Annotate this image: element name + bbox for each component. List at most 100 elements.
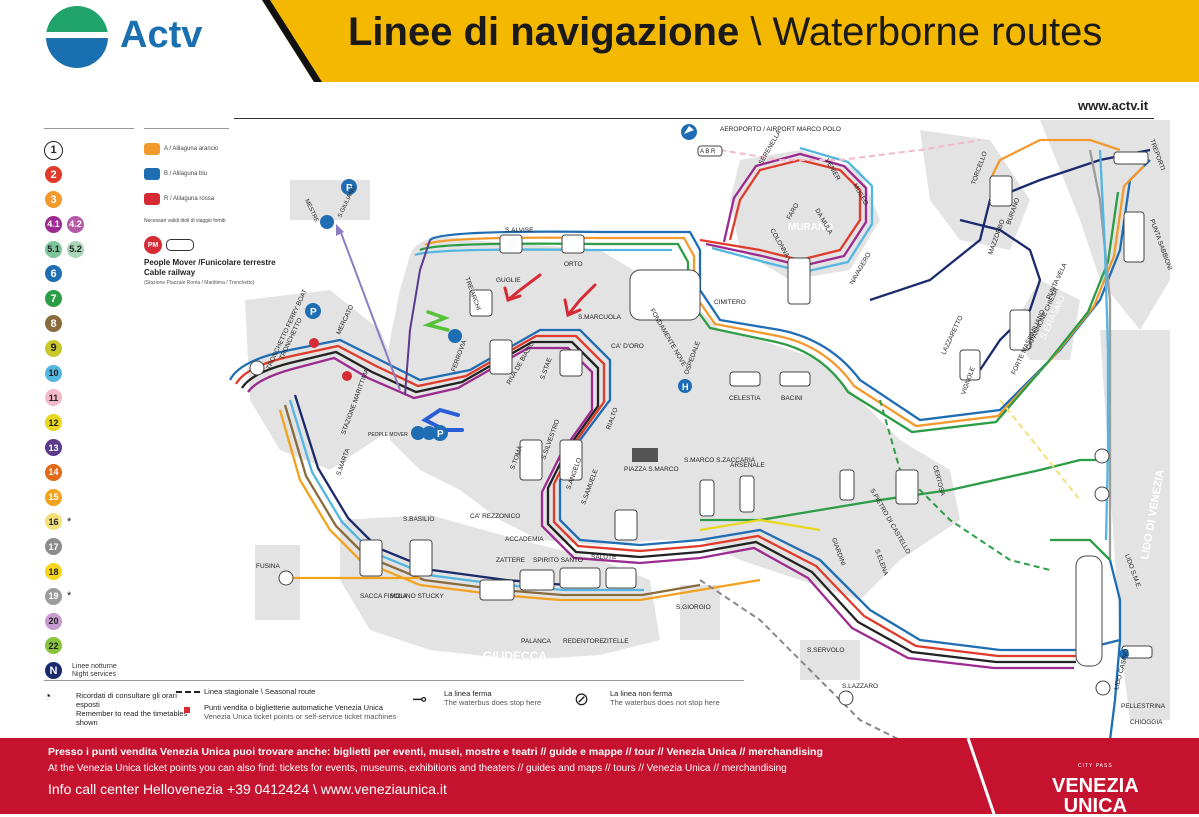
- legend-line-20: 20: [44, 610, 134, 632]
- line-badge: 6: [44, 264, 63, 284]
- title-separator: \: [739, 10, 773, 54]
- line-badge: 14: [44, 462, 63, 482]
- basilica-icon: [632, 448, 658, 462]
- brand-top: CITY PASS: [1078, 763, 1113, 769]
- bottom-divider: [44, 680, 744, 681]
- parking-icon: [432, 425, 448, 441]
- cable-car-icon: [166, 239, 194, 251]
- legend-line-18: 18: [44, 561, 134, 583]
- stops: La linea ferma The waterbus does stop he…: [444, 689, 541, 707]
- not-stops-it: La linea non ferma: [610, 689, 673, 698]
- svg-text:P: P: [346, 183, 353, 194]
- mestre-route: [336, 224, 431, 396]
- boat-icon: [144, 192, 160, 205]
- bus-icon: [411, 426, 425, 440]
- not-stops: La linea non ferma The waterbus does not…: [610, 689, 720, 707]
- people-mover-badge: PM: [144, 236, 162, 254]
- hand-annotations: [421, 273, 597, 432]
- seasonal-star: *: [67, 590, 72, 603]
- land-masses: [245, 120, 1170, 720]
- pm-detail: (Stazione Piazzale Roma / Marittima / Tr…: [144, 280, 255, 286]
- venezia-unica-logo: CITY PASS VENEZIA UNICA: [1052, 756, 1139, 816]
- header-title-band: [262, 0, 1199, 82]
- footer-line-it: Presso i punti vendita Venezia Unica puo…: [48, 746, 823, 758]
- label-bacini: BACINI: [781, 395, 803, 402]
- label-airport-stop: A B R: [700, 149, 716, 155]
- legend-line-7: 7: [44, 288, 134, 310]
- boat-icon: [144, 167, 160, 180]
- label-s-marco-zaccaria: S.MARCO S.ZACCARIA: [684, 457, 756, 464]
- line-badge: 5.1: [44, 239, 63, 259]
- line-badge: 12: [44, 413, 63, 433]
- pm-subtitle: Cable railway: [144, 268, 196, 277]
- label-s-lazzaro: S.LAZZARO: [842, 683, 878, 690]
- alilaguna-item: A / Alilaguna arancio: [144, 137, 229, 160]
- legend-line-16: 16*: [44, 511, 134, 533]
- alilaguna-legend: A / Alilaguna arancio B / Alilaguna blu R …: [144, 128, 276, 288]
- legend-line-3: 3: [44, 189, 134, 211]
- line-badge: 17: [44, 537, 63, 557]
- line-badge: 8: [44, 314, 63, 334]
- seasonal-dash-icon: [176, 691, 200, 693]
- line-badge: 9: [44, 338, 63, 358]
- header: Actv Linee di navigazione \ Waterborne r…: [0, 0, 1199, 82]
- brand-name: Actv: [120, 14, 203, 56]
- label-s-servolo: S.SERVOLO: [807, 647, 844, 654]
- seasonal-star: *: [67, 515, 72, 528]
- legend-line-12: 12: [44, 412, 134, 434]
- brand-line2: UNICA: [1063, 795, 1128, 817]
- alilaguna-label: B / Alilaguna blu: [164, 170, 208, 177]
- label-accademia: ACCADEMIA: [505, 536, 544, 543]
- label-pellestrina: PELLESTRINA: [1121, 703, 1166, 710]
- no-stop-marker-icon: ⊘: [574, 689, 590, 709]
- label-giudecca: GIUDECCA: [483, 649, 547, 663]
- line-badge: 5.2: [66, 239, 85, 259]
- ticket-point-icon: [184, 707, 190, 713]
- footer-contact[interactable]: Info call center Hellovenezia +39 041242…: [48, 781, 447, 797]
- label-orto: ORTO: [564, 261, 583, 268]
- label-piazza-s-marco: PIAZZA S.MARCO: [624, 466, 679, 473]
- label-s-basilio: S.BASILIO: [403, 516, 434, 523]
- pm-title: People Mover /Funicolare terrestre: [144, 258, 276, 267]
- stops-it: La linea ferma: [444, 689, 492, 698]
- reminder-it: Ricordati di consultare gli orari espost…: [76, 691, 177, 709]
- legend-line-22: 22: [44, 635, 134, 657]
- legend-line-19: 19*: [44, 585, 134, 607]
- line-badge: 15: [44, 487, 63, 507]
- night-title: Linee notturne: [72, 662, 117, 670]
- line-badge: 4.2: [66, 214, 85, 234]
- stops-en: The waterbus does stop here: [444, 698, 542, 707]
- label-guglie: GUGLIE: [496, 277, 521, 284]
- line-badge: 4.1: [44, 214, 63, 234]
- website-link[interactable]: www.actv.it: [1078, 98, 1149, 113]
- label-arsenale: ARSENALE: [730, 462, 765, 469]
- label-s-alvise: S.ALVISE: [505, 227, 534, 234]
- alilaguna-item: B / Alilaguna blu: [144, 162, 229, 185]
- stop-marker-icon: ⊸: [412, 689, 428, 709]
- legend-line-6: 6: [44, 263, 134, 285]
- people-mover-icon: [342, 371, 352, 381]
- tag-note: Necessari validi titoli di viaggio forni…: [144, 218, 226, 224]
- label-ca-rezzonico: CA' REZZONICO: [470, 513, 520, 520]
- line-badge: 3: [44, 190, 63, 210]
- legend-line-1: 1: [44, 139, 134, 161]
- svg-text:P: P: [310, 307, 317, 318]
- label-murano: MURANO: [788, 222, 833, 233]
- alilaguna-label: R / Alilaguna rossa: [164, 195, 215, 202]
- label-ca-doro: CA' D'ORO: [611, 343, 644, 350]
- label-s-marcuola: S.MARCUOLA: [578, 314, 622, 321]
- page-title: Linee di navigazione \ Waterborne routes: [348, 10, 1102, 55]
- label-celestia: CELESTIA: [729, 395, 761, 402]
- label-molino-stucky: MOLINO STUCKY: [390, 593, 444, 600]
- alilaguna-item: R / Alilaguna rossa: [144, 187, 229, 210]
- actv-logo-icon: [46, 6, 108, 68]
- title-english: Waterborne routes: [772, 10, 1103, 54]
- label-s-giorgio: S.GIORGIO: [676, 604, 711, 611]
- legend-line-11: 11: [44, 387, 134, 409]
- bus-icon: [422, 426, 436, 440]
- parking-icon: [305, 303, 321, 319]
